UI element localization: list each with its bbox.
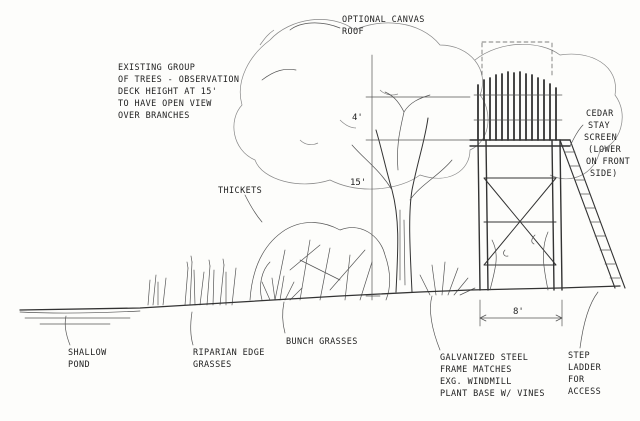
- svg-text:BUNCH GRASSES: BUNCH GRASSES: [286, 337, 358, 347]
- label-thickets: THICKETS: [218, 186, 262, 196]
- label-existing-trees: EXISTING GROUP OF TREES - OBSERVATION DE…: [118, 63, 239, 121]
- tree-canopy: [233, 19, 623, 190]
- svg-text:OVER BRANCHES: OVER BRANCHES: [118, 111, 190, 121]
- svg-text:TO HAVE OPEN VIEW: TO HAVE OPEN VIEW: [118, 99, 212, 109]
- label-shallow-pond: SHALLOW POND: [68, 348, 107, 370]
- label-cedar-screen: CEDAR STAY SCREEN (LOWER ON FRONT SIDE): [584, 109, 630, 179]
- dimension-lower: 15': [350, 178, 366, 188]
- label-canvas-roof: OPTIONAL CANVAS ROOF: [342, 15, 425, 37]
- svg-text:ROOF: ROOF: [342, 27, 364, 37]
- svg-text:EXISTING GROUP: EXISTING GROUP: [118, 63, 195, 73]
- svg-text:SCREEN: SCREEN: [584, 133, 617, 143]
- svg-text:GRASSES: GRASSES: [193, 360, 232, 370]
- bunch-grasses: [261, 261, 476, 301]
- dimension-width: 8': [513, 307, 524, 317]
- svg-text:OPTIONAL CANVAS: OPTIONAL CANVAS: [342, 15, 425, 25]
- svg-text:PLANT BASE W/ VINES: PLANT BASE W/ VINES: [440, 389, 545, 399]
- label-bunch-grasses: BUNCH GRASSES: [286, 337, 358, 347]
- svg-text:ON FRONT: ON FRONT: [586, 157, 630, 167]
- svg-text:OF TREES - OBSERVATION: OF TREES - OBSERVATION: [118, 75, 239, 85]
- svg-text:SHALLOW: SHALLOW: [68, 348, 107, 358]
- label-riparian-grasses: RIPARIAN EDGE GRASSES: [193, 348, 265, 370]
- dimension-lines: [365, 54, 563, 327]
- svg-text:ACCESS: ACCESS: [568, 387, 601, 397]
- dimension-upper: 4': [352, 113, 363, 123]
- svg-text:EXG. WINDMILL: EXG. WINDMILL: [440, 377, 512, 387]
- label-step-ladder: STEP LADDER FOR ACCESS: [568, 351, 602, 397]
- svg-text:POND: POND: [68, 360, 90, 370]
- leader-lines: [64, 22, 599, 351]
- svg-text:(LOWER: (LOWER: [588, 145, 622, 155]
- tree-trunk: [351, 91, 453, 293]
- observation-tower: [469, 41, 571, 291]
- thickets: [249, 222, 390, 301]
- riparian-grasses: [147, 255, 237, 306]
- svg-text:LADDER: LADDER: [568, 363, 602, 373]
- ground-line: [19, 285, 621, 325]
- svg-text:GALVANIZED STEEL: GALVANIZED STEEL: [440, 353, 528, 363]
- svg-text:CEDAR: CEDAR: [586, 109, 614, 119]
- step-ladder: [559, 139, 626, 289]
- svg-text:DECK HEIGHT AT 15': DECK HEIGHT AT 15': [118, 87, 217, 97]
- svg-text:THICKETS: THICKETS: [218, 186, 262, 196]
- svg-text:FOR: FOR: [568, 375, 585, 385]
- svg-text:SIDE): SIDE): [590, 169, 618, 179]
- svg-text:STEP: STEP: [568, 351, 590, 361]
- svg-text:RIPARIAN EDGE: RIPARIAN EDGE: [193, 348, 265, 358]
- svg-text:STAY: STAY: [588, 121, 610, 131]
- label-steel-frame: GALVANIZED STEEL FRAME MATCHES EXG. WIND…: [440, 353, 545, 399]
- svg-text:FRAME MATCHES: FRAME MATCHES: [440, 365, 512, 375]
